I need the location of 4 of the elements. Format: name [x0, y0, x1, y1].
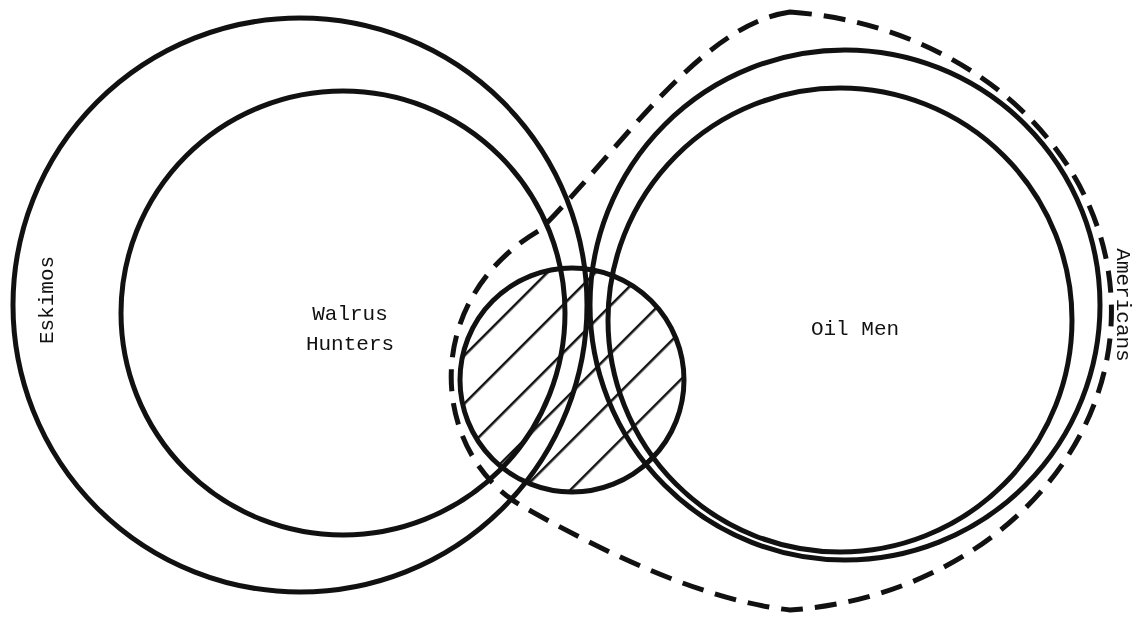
set-label: Eskimos: [35, 255, 60, 345]
set-label: Oil Men: [809, 317, 901, 343]
set-label: Walrus Hunters: [304, 302, 396, 358]
set-label: Americans: [1110, 248, 1135, 362]
